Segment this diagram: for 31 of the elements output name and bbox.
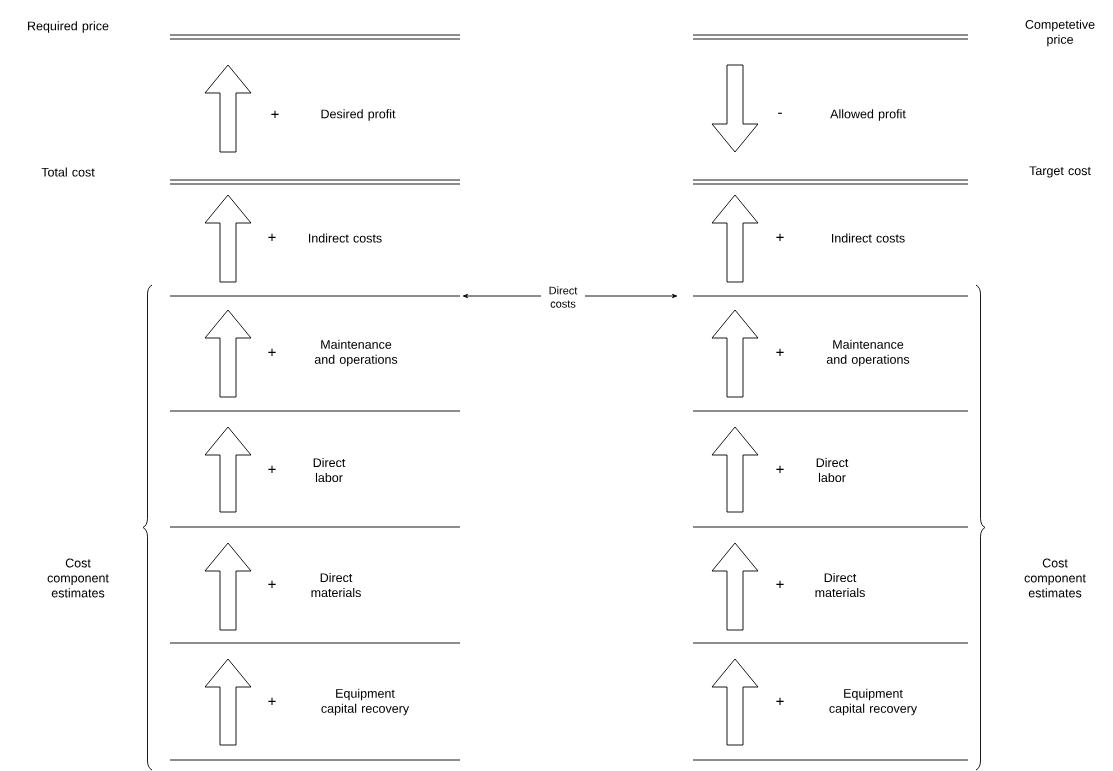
- cost-label: Indirect costs: [832, 233, 905, 243]
- cost-label: Allowed profit: [830, 109, 906, 121]
- row-label: Required price: [28, 21, 109, 33]
- cost-label: Equipment capital recovery: [321, 688, 410, 716]
- brace-label: Cost component estimates: [1024, 558, 1086, 598]
- cost-label: Indirect costs: [309, 233, 382, 243]
- row-label: Competetive price: [1025, 19, 1095, 47]
- plus-sign: +: [268, 233, 276, 241]
- plus-sign: +: [776, 697, 784, 705]
- cost-label: Direct labor: [816, 457, 849, 483]
- cost-label: Direct labor: [313, 457, 346, 483]
- cost-label: Equipment capital recovery: [829, 688, 918, 716]
- brace-label: Cost component estimates: [47, 558, 109, 598]
- plus-sign: +: [268, 348, 276, 356]
- cost-label: Direct materials: [311, 572, 361, 598]
- plus-sign: +: [776, 348, 784, 356]
- cost-label: Desired profit: [321, 109, 396, 121]
- plus-sign: +: [268, 580, 276, 588]
- plus-sign: +: [776, 233, 784, 241]
- cost-label: Direct materials: [815, 572, 865, 598]
- minus-sign: -: [778, 112, 782, 114]
- cost-label: Maintenance and operations: [826, 339, 910, 367]
- plus-sign: +: [776, 580, 784, 588]
- dimension-label: Direct costs: [541, 285, 585, 309]
- row-label: Target cost: [1029, 166, 1091, 178]
- cost-label: Maintenance and operations: [314, 339, 398, 367]
- plus-sign: +: [268, 465, 276, 473]
- plus-sign: +: [271, 110, 279, 118]
- plus-sign: +: [776, 465, 784, 473]
- row-label: Total cost: [41, 167, 95, 177]
- plus-sign: +: [268, 697, 276, 705]
